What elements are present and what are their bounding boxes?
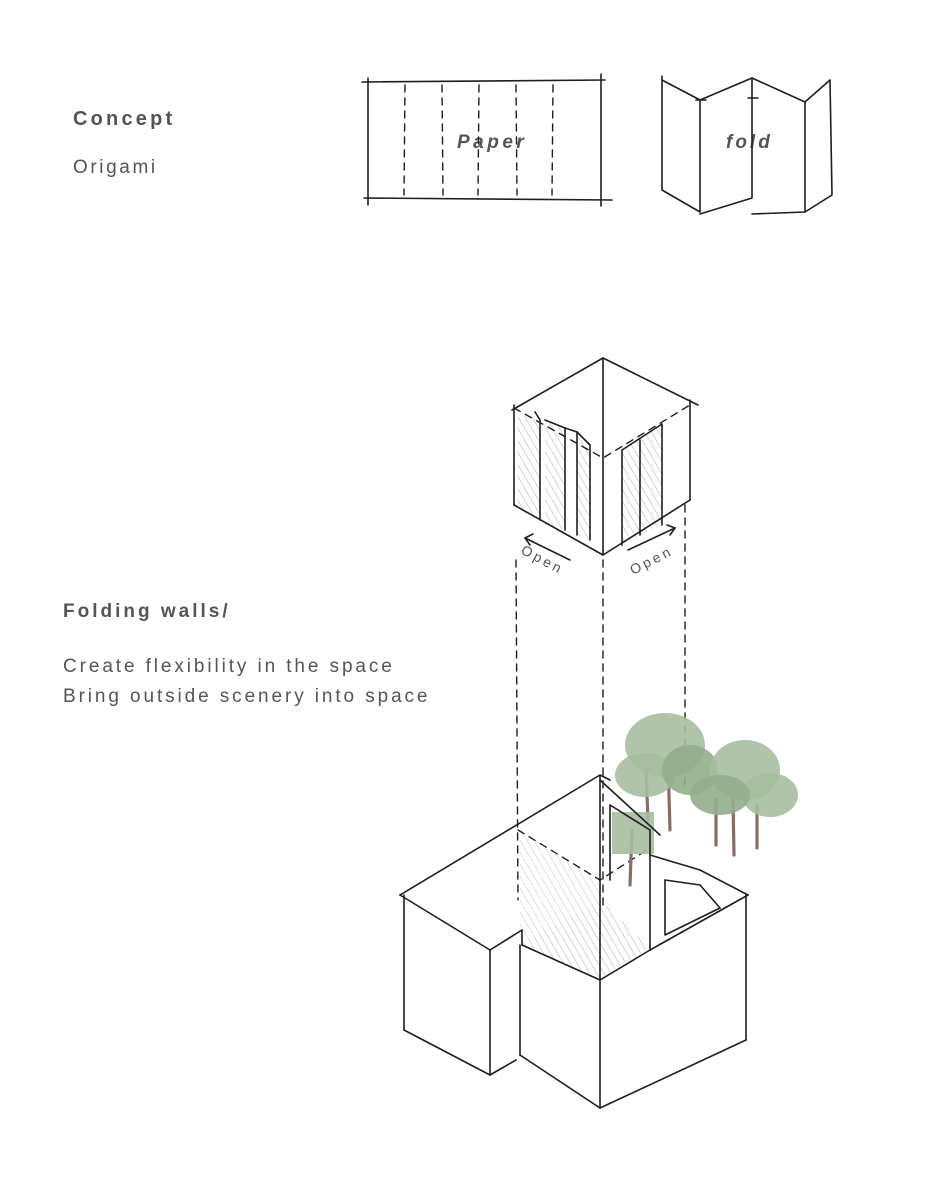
paper-label: Paper: [457, 132, 528, 153]
house-sketch: [399, 774, 749, 1109]
folding-walls-line-1: Create flexibility in the space: [63, 656, 395, 677]
folding-walls-heading: Folding walls/: [63, 601, 231, 622]
folding-walls-line-2: Bring outside scenery into space: [63, 686, 431, 707]
tree-sketch: [612, 713, 798, 887]
concept-subtitle: Origami: [73, 157, 158, 178]
paper-sheet-sketch: [361, 73, 613, 207]
concept-heading: Concept: [73, 108, 176, 130]
folded-paper-sketch: [661, 75, 833, 215]
fold-label: fold: [726, 132, 773, 153]
folding-walls-box: [511, 357, 699, 561]
